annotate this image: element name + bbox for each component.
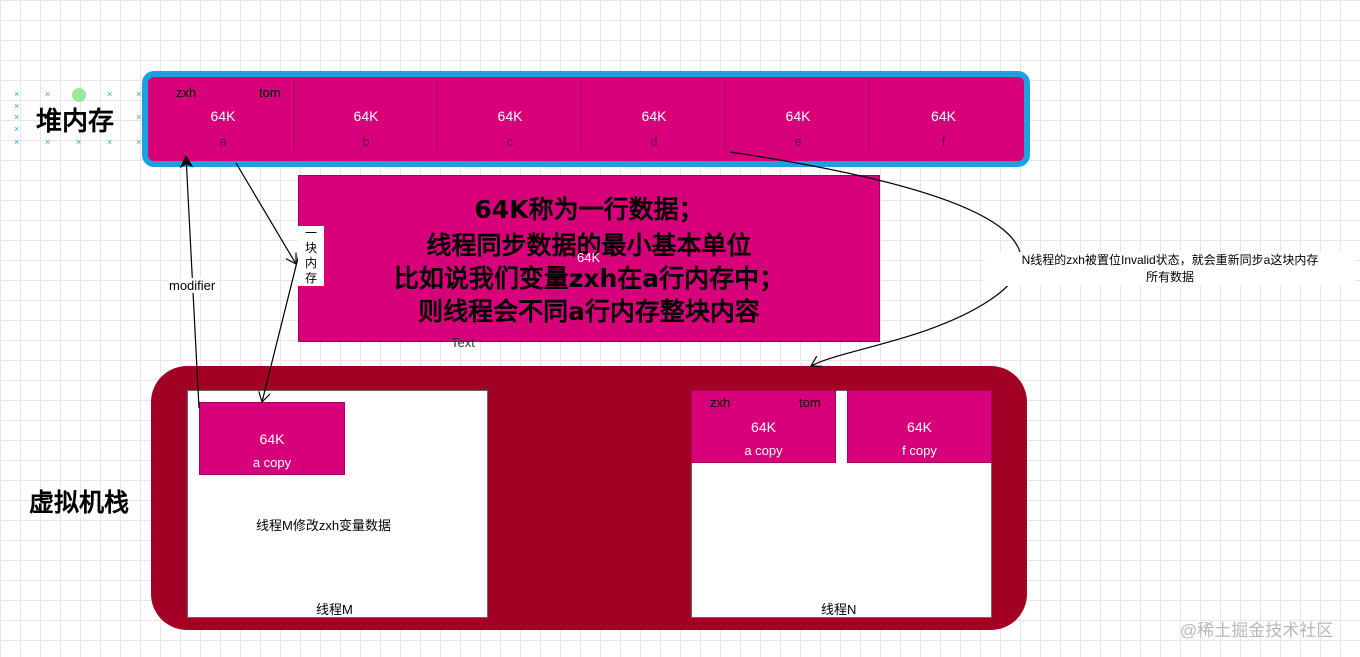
block-memory-label: 一 块 内 存: [298, 226, 324, 286]
copy-size: 64K: [751, 419, 776, 435]
heap-cell-d[interactable]: 64K d: [583, 80, 726, 152]
cell-name: f: [941, 134, 946, 149]
invalidation-note-line: 所有数据: [1145, 270, 1194, 284]
cell-size: 64K: [785, 108, 811, 124]
heap-cell-b[interactable]: 64K b: [295, 80, 438, 152]
heap-cell-c[interactable]: 64K c: [439, 80, 582, 152]
heap-cell-f[interactable]: 64K f: [871, 80, 1016, 152]
info-overlay-size: 64K: [577, 250, 601, 265]
handle-icon: ×: [136, 112, 142, 122]
block-memory-char: 内: [304, 256, 317, 270]
info-line-1: 64K称为一行数据；: [474, 195, 704, 224]
cell-size: 64K: [497, 108, 523, 124]
info-box[interactable]: 64K称为一行数据； 线程同步数据的最小基本单位 比如说我们变量zxh在a行内存…: [298, 175, 880, 342]
invalidation-note-line: N线程的zxh被置位Invalid状态，就会重新同步a这块内存: [1021, 253, 1319, 267]
cell-name: e: [794, 134, 802, 149]
thread-m-copy-a[interactable]: 64K a copy: [199, 402, 345, 475]
modifier-label: modifier: [168, 278, 217, 293]
text-label: Text: [451, 335, 475, 350]
handle-icon: ×: [136, 89, 142, 99]
selection-handles: × × × × × × × × × × × × ×: [14, 88, 144, 150]
heap-field-tom: tom: [259, 85, 281, 100]
thread-n-field-zxh: zxh: [710, 395, 731, 410]
cell-name: c: [506, 134, 514, 149]
invalidation-arrow[interactable]: [729, 151, 1022, 366]
watermark: @稀土掘金技术社区: [1180, 621, 1334, 640]
cell-name: b: [362, 134, 370, 149]
copy-name: a copy: [744, 443, 783, 458]
thread-n-copy-f[interactable]: 64K f copy: [847, 390, 992, 463]
cell-name: d: [650, 134, 658, 149]
handle-icon: ×: [14, 137, 20, 147]
info-line-4: 则线程会不同a行内存整块内容: [418, 297, 760, 326]
heap-cell-e[interactable]: 64K e: [727, 80, 870, 152]
handle-icon: ×: [107, 137, 113, 147]
heap-field-zxh: zxh: [176, 85, 197, 100]
block-memory-char: 块: [304, 241, 317, 255]
thread-m-label: 线程M: [316, 602, 353, 617]
handle-icon: ×: [45, 137, 51, 147]
heap-cell-a[interactable]: 64K a: [152, 80, 295, 152]
thread-m-note: 线程M修改zxh变量数据: [256, 518, 392, 533]
handle-icon: ×: [76, 137, 82, 147]
cell-size: 64K: [641, 108, 667, 124]
thread-n-field-tom: tom: [799, 395, 821, 410]
handle-icon: ×: [14, 112, 20, 122]
handle-icon: ×: [14, 89, 20, 99]
thread-n-copy-a[interactable]: 64K a copy: [691, 390, 836, 463]
heap-title: 堆内存: [36, 107, 115, 137]
thread-n-label: 线程N: [821, 602, 857, 617]
info-line-3: 比如说我们变量zxh在a行内存中；: [393, 264, 785, 293]
block-memory-char: 存: [304, 271, 317, 285]
copy-name: f copy: [902, 443, 937, 458]
info-line-2: 线程同步数据的最小基本单位: [426, 231, 752, 260]
cell-size: 64K: [353, 108, 379, 124]
rotate-handle-icon[interactable]: [72, 88, 86, 102]
handle-icon: ×: [14, 101, 20, 111]
handle-icon: ×: [107, 89, 113, 99]
cell-size: 64K: [210, 108, 236, 124]
handle-icon: ×: [14, 124, 20, 134]
heap-memory-box[interactable]: [142, 71, 1030, 167]
cell-name: a: [219, 134, 227, 149]
block-to-copy-arrow[interactable]: [262, 249, 301, 402]
block-memory-char: 一: [304, 226, 317, 240]
jvm-title: 虚拟机栈: [29, 488, 130, 517]
copy-name: a copy: [252, 455, 292, 470]
heap-to-block-arrow[interactable]: [235, 162, 296, 264]
copy-size: 64K: [907, 419, 932, 435]
copy-size: 64K: [259, 431, 285, 447]
invalidation-note: N线程的zxh被置位Invalid状态，就会重新同步a这块内存 所有数据: [985, 252, 1355, 286]
handle-icon: ×: [136, 137, 142, 147]
handle-icon: ×: [45, 89, 51, 99]
cell-size: 64K: [931, 108, 956, 124]
